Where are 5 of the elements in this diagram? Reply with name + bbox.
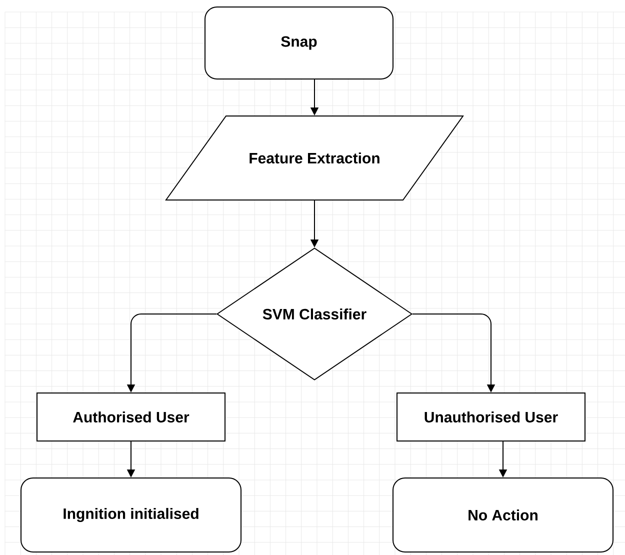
process-box: Unauthorised User (396, 392, 586, 442)
terminal-box: No Action (392, 478, 614, 552)
process-box: Authorised User (36, 392, 226, 442)
process-box: Snap (204, 6, 394, 80)
terminal-box: Ingnition initialised (20, 478, 242, 552)
